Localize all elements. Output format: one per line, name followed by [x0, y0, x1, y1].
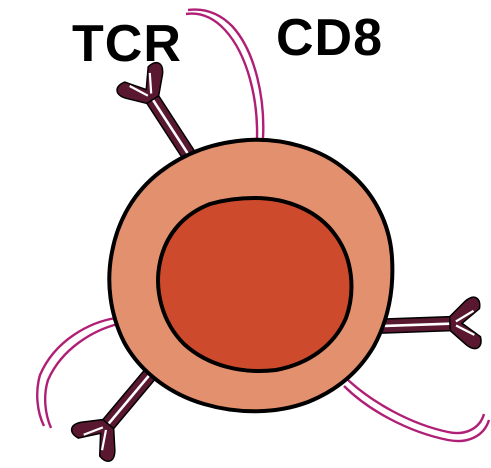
cd8-strand-left: [37, 318, 116, 426]
cd8-strand-top-inner: [188, 10, 263, 138]
tcr-label: TCR: [72, 14, 182, 74]
cd8-strand-left-inner: [45, 324, 118, 428]
nucleus: [158, 198, 351, 371]
cd8-strand-top: [186, 14, 257, 138]
cd8-label: CD8: [276, 8, 383, 68]
